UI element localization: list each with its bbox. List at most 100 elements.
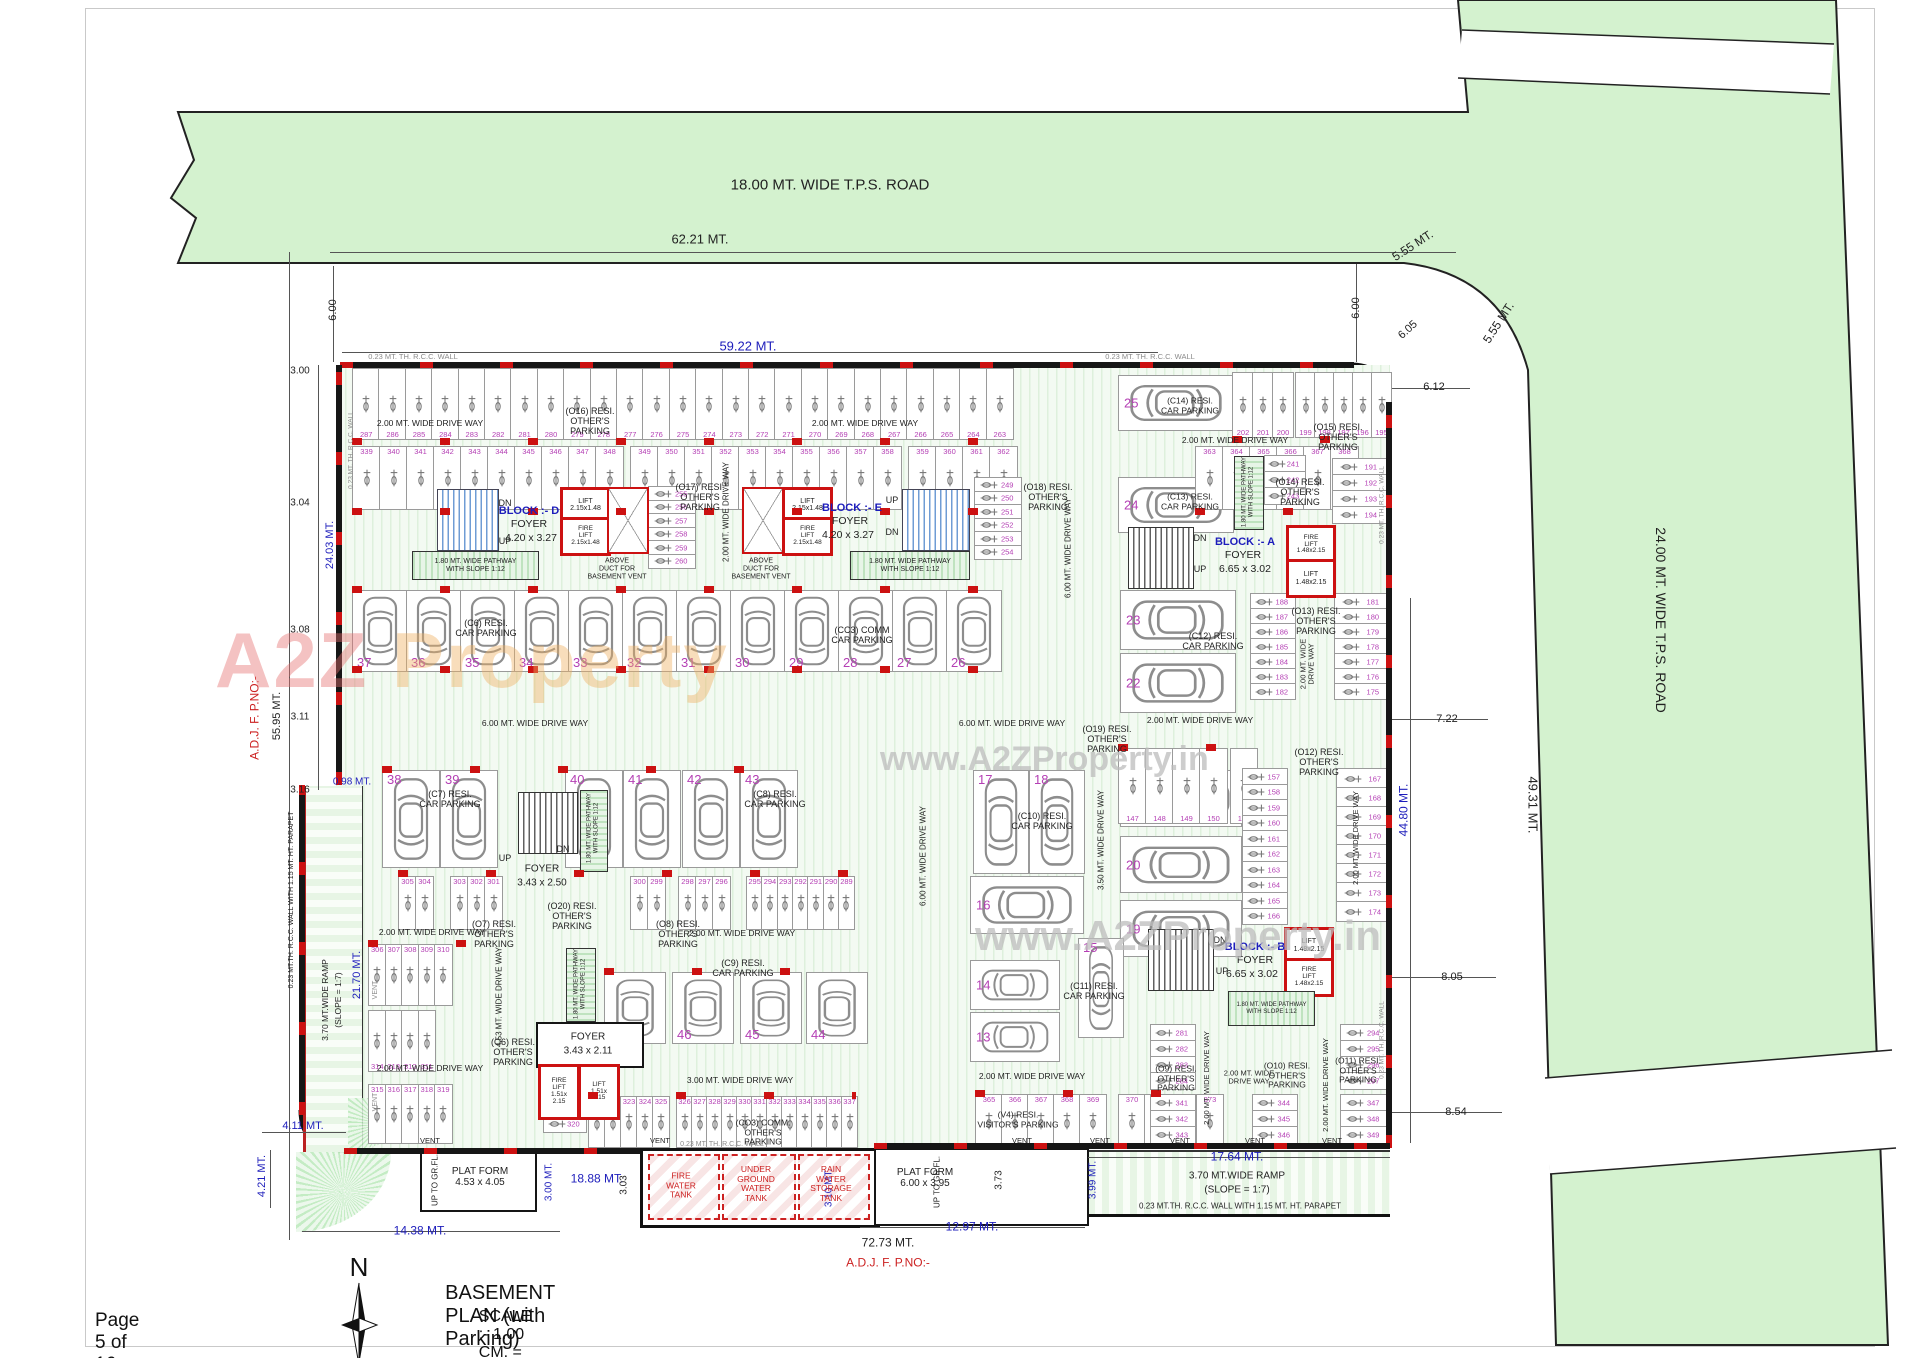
ticks-1 [352, 438, 1015, 445]
bike-bay-number: 201 [1256, 428, 1270, 437]
bike-icon [1255, 637, 1273, 657]
bike-bay-number: 367 [1034, 1095, 1048, 1104]
bike-icon [1128, 776, 1138, 796]
bikes-top-main-bay-273: 273 [721, 368, 750, 440]
bike-bay-number: 327 [693, 1097, 706, 1106]
bike-bay-number: 164 [1267, 880, 1281, 890]
bikes-v4-a-bay-365: 365 [975, 1094, 1003, 1148]
block-b-up: UP [1215, 965, 1229, 976]
bike-icon [1344, 826, 1362, 846]
bikes-top-main-bay-277: 277 [616, 368, 645, 440]
bike-bay-number: 174 [1368, 907, 1382, 916]
bike-bay-number: 263 [993, 430, 1007, 439]
driveway-6-a: 6.00 MT. WIDE DRIVE WAY [481, 718, 589, 729]
bike-icon [1340, 457, 1358, 477]
zone-o10: (O10) RESI. OTHER'S PARKING [1263, 1060, 1311, 1090]
car-icon [391, 776, 431, 862]
bike-icon [1127, 1111, 1137, 1131]
bikes-mid-b-bay-301: 301 [484, 876, 503, 930]
bike-icon [1344, 788, 1362, 808]
bike-bay-number: 346 [1277, 1130, 1291, 1140]
bike-bay-number: 277 [623, 430, 637, 439]
bike-icon [1155, 1071, 1173, 1091]
platform-left [420, 1150, 537, 1212]
bike-bay-number: 194 [1364, 510, 1378, 520]
bike-bay-number: 283 [465, 430, 479, 439]
zone-o6: (O6) RESI. OTHER'S PARKING [490, 1036, 536, 1068]
dim-24-03: 24.03 MT. [323, 520, 336, 570]
bikes-top-main-bay-267: 267 [880, 368, 909, 440]
bike-bay-number: 297 [698, 877, 711, 886]
bike-bay-number: 301 [487, 877, 500, 886]
car-46: 46 [672, 972, 734, 1044]
car-icon [449, 776, 489, 862]
car-bay-number: 22 [1126, 675, 1141, 691]
bike-icon [654, 484, 672, 504]
bike-bay-number: 264 [967, 430, 980, 439]
bike-icon [520, 394, 530, 414]
bike-bay-number: 276 [650, 430, 663, 439]
bikes-row2-a-bay-345: 345 [514, 446, 543, 510]
bikes-mid-e-bay-289: 289 [837, 876, 856, 930]
bike-bay-number: 305 [401, 877, 414, 886]
foyer-center-up: UP [498, 852, 512, 863]
bike-bay-number: 329 [723, 1097, 736, 1106]
bike-icon [755, 1112, 765, 1132]
bike-icon [599, 394, 609, 414]
bike-bay-number: 366 [1008, 1095, 1022, 1104]
bikes-top-199-bay-196: 196 [1352, 372, 1373, 438]
car-icon [1087, 944, 1115, 1032]
car-43: 43 [740, 770, 798, 868]
bike-icon [1377, 395, 1387, 415]
bike-icon [654, 524, 672, 544]
bikes-top-main-bay-271: 271 [774, 368, 803, 440]
bike-bay-number: 176 [1366, 672, 1380, 681]
bike-bay-number: 368 [1338, 447, 1351, 456]
firelift-d: FIRE LIFT 2.15x1.48 [560, 517, 611, 556]
bikes-v4-a-bay-369: 369 [1079, 1094, 1107, 1148]
bike-icon [422, 965, 432, 985]
bike-icon [1062, 1111, 1072, 1131]
bike-bay-number: 281 [518, 430, 531, 439]
bike-icon [984, 1111, 994, 1131]
car-bay-number: 16 [976, 897, 991, 913]
bikes-col-o12b-bay-167: 167 [1336, 768, 1392, 789]
bike-bay-number: 253 [1000, 534, 1014, 544]
bike-icon [980, 515, 998, 535]
stair-b [1148, 929, 1214, 991]
bike-icon [836, 394, 846, 414]
bike-icon [624, 1112, 634, 1132]
bikes-col-o12b-bay-173: 173 [1336, 882, 1392, 903]
car-bay-number: 17 [978, 772, 993, 787]
bike-icon [1313, 468, 1323, 488]
bike-bay-number: 198 [1318, 428, 1331, 437]
car-icon [982, 858, 1072, 952]
bike-icon [1247, 782, 1265, 802]
driveway-v-4: 3.50 MT. WIDE DRIVE WAY [1096, 789, 1106, 891]
bike-icon [605, 468, 615, 488]
dimline-4-21 [270, 1150, 271, 1208]
bike-bay-number: 202 [1236, 428, 1250, 437]
bike-bay-number: 296 [715, 877, 728, 886]
bike-icon [1346, 1039, 1364, 1059]
bikes-o19-a-bay-149: 149 [1172, 748, 1201, 824]
dim-3-00: 3.00 [290, 365, 310, 377]
pathway-e: 1.80 MT. WIDE PATHWAY WITH SLOPE 1:12 [850, 551, 970, 580]
driveway-3-a: 3.00 MT. WIDE DRIVE WAY [686, 1075, 794, 1086]
bike-bay-number: 163 [1267, 865, 1281, 875]
block-e-dn: DN [885, 526, 899, 537]
bike-icon [548, 1114, 565, 1134]
bike-icon [572, 394, 582, 414]
wall-bottom-right [874, 1143, 1390, 1149]
bike-icon [388, 394, 398, 414]
bike-bay-number: 344 [1277, 1098, 1291, 1108]
bike-icon [1344, 883, 1362, 903]
bike-bay-number: 343 [468, 447, 481, 456]
bike-bay-number: 365 [982, 1095, 996, 1104]
bike-bay-number: 148 [1153, 814, 1166, 823]
bike-bay-number: 318 [420, 1085, 433, 1094]
car-16: 16 [970, 876, 1084, 934]
car-icon [1132, 814, 1230, 916]
bikes-col-o12b-bay-171: 171 [1336, 844, 1392, 865]
